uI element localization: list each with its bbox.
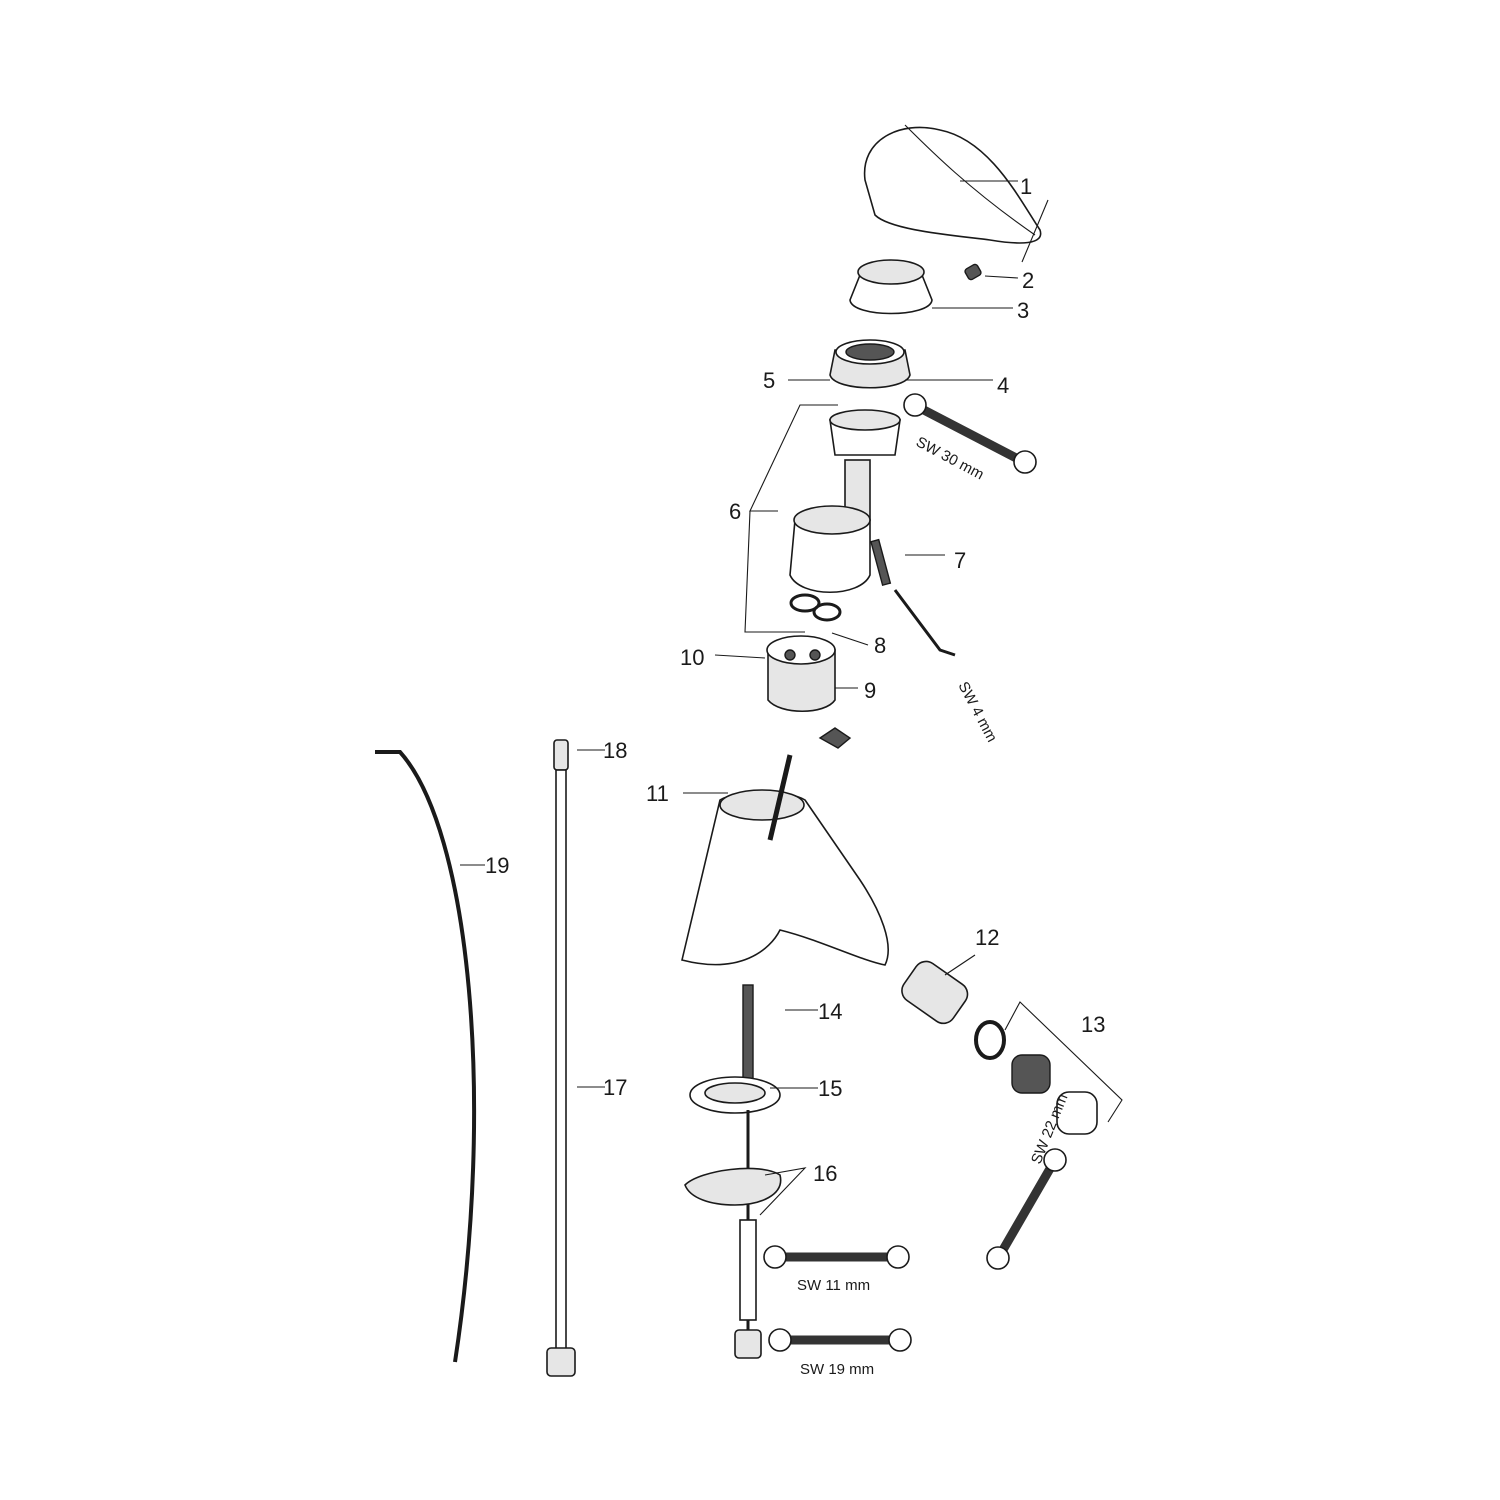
part-body: [681, 754, 889, 966]
label-part-13: 13: [1081, 1012, 1105, 1037]
part-aerator: [901, 960, 1098, 1135]
part-base: [766, 635, 852, 749]
label-part-6: 6: [729, 499, 741, 524]
part-cover-ring: [849, 259, 933, 315]
leader-lines: [460, 180, 1123, 1216]
wrench-sw19: [768, 1328, 912, 1352]
label-part-17: 17: [603, 1075, 627, 1100]
label-part-19: 19: [485, 853, 509, 878]
label-part-10: 10: [680, 645, 704, 670]
part-screw: [870, 538, 956, 657]
label-part-12: 12: [975, 925, 999, 950]
label-part-15: 15: [818, 1076, 842, 1101]
part-grub-screw: [964, 263, 982, 281]
label-part-18: 18: [603, 738, 627, 763]
wrench-sw11: [763, 1245, 910, 1269]
label-part-8: 8: [874, 633, 886, 658]
wrench-sw22: [986, 1148, 1067, 1270]
label-part-7: 7: [954, 548, 966, 573]
part-cartridge: [789, 409, 901, 593]
wrench-sw30: [903, 393, 1037, 474]
label-part-2: 2: [1022, 268, 1034, 293]
label-part-16: 16: [813, 1161, 837, 1186]
label-part-3: 3: [1017, 298, 1029, 323]
label-part-9: 9: [864, 678, 876, 703]
part-hose: [546, 739, 576, 1377]
label-part-5: 5: [763, 368, 775, 393]
label-part-4: 4: [997, 373, 1009, 398]
part-mounting: [684, 984, 782, 1359]
part-lift-rod: [375, 750, 477, 1363]
label-part-1: 1: [1020, 174, 1032, 199]
part-o-rings: [789, 593, 842, 622]
label-part-14: 14: [818, 999, 842, 1024]
label-part-11: 11: [646, 781, 669, 806]
part-nut: [829, 339, 911, 389]
label-sw19: SW 19 mm: [800, 1361, 874, 1378]
label-sw11: SW 11 mm: [797, 1277, 870, 1294]
part-handle: [863, 124, 1042, 244]
label-sw4: SW 4 mm: [954, 679, 1000, 745]
